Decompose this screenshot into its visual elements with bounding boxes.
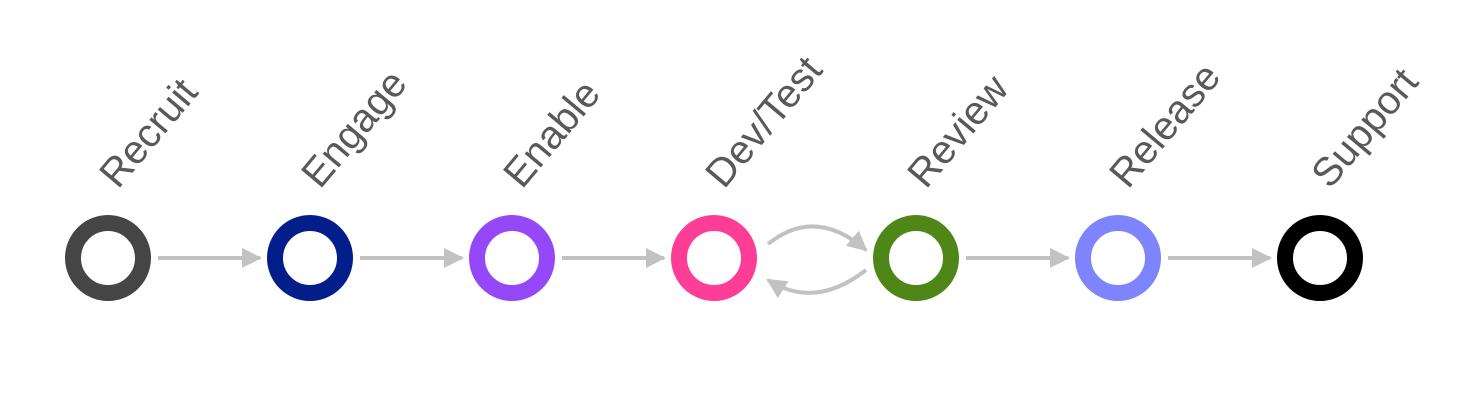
- stage-node-recruit: [65, 215, 151, 301]
- stage-node-engage: [267, 215, 353, 301]
- stage-label-release: Release: [1101, 55, 1229, 196]
- arrow-dev-test-to-review: [766, 224, 868, 252]
- stage-node-review: [873, 215, 959, 301]
- stage-nodes: [65, 215, 1363, 301]
- stage-labels: Recruit Engage Enable Dev/Test Review Release…: [91, 48, 1427, 195]
- stage-label-enable: Enable: [495, 72, 609, 196]
- stage-label-review: Review: [899, 67, 1017, 196]
- stage-node-release: [1075, 215, 1161, 301]
- stage-label-engage: Engage: [293, 62, 415, 196]
- arrow-review-to-dev-test: [766, 268, 868, 299]
- stage-node-dev-test: [671, 215, 757, 301]
- connector-arrows: [158, 224, 1272, 299]
- stage-node-enable: [469, 215, 555, 301]
- stage-label-recruit: Recruit: [91, 70, 206, 195]
- stage-node-support: [1277, 215, 1363, 301]
- stage-label-support: Support: [1303, 60, 1427, 196]
- stage-label-dev-test: Dev/Test: [697, 48, 831, 195]
